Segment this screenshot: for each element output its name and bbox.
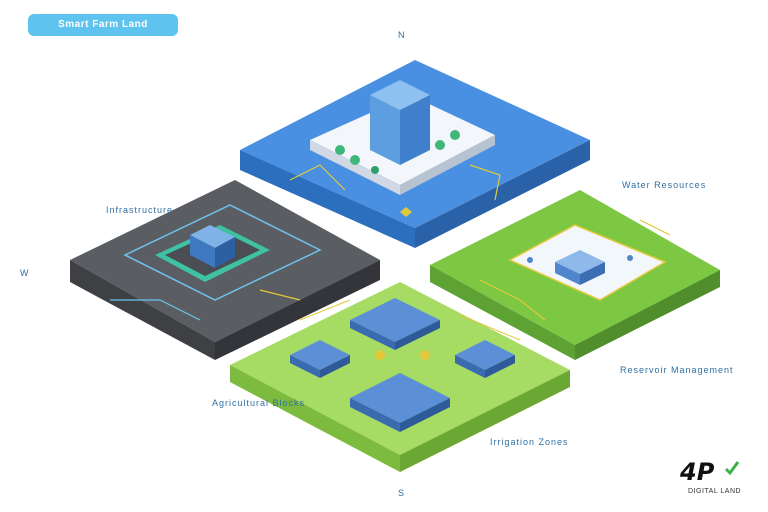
agri-sub-label: Irrigation Zones xyxy=(490,437,569,447)
industrial-tile xyxy=(70,180,380,360)
title-tag: Smart Farm Land Management xyxy=(28,14,178,52)
brand-logo: 4P DIGITAL LAND xyxy=(676,458,746,502)
check-icon xyxy=(724,461,740,476)
wetland-label: Water Resources xyxy=(622,180,707,190)
agri-tile xyxy=(230,282,570,472)
urban-tile xyxy=(240,60,590,248)
logo-mark: 4P xyxy=(680,458,715,486)
industrial-label: Infrastructure xyxy=(106,205,174,215)
north-marker: N xyxy=(398,30,406,40)
wetland-sub-label: Reservoir Management xyxy=(620,365,734,375)
logo-subtitle: DIGITAL LAND xyxy=(688,488,742,495)
wetland-tile xyxy=(430,190,720,360)
west-marker: W xyxy=(20,268,30,278)
agri-label: Agricultural Blocks xyxy=(212,398,306,408)
south-marker: S xyxy=(398,488,406,498)
